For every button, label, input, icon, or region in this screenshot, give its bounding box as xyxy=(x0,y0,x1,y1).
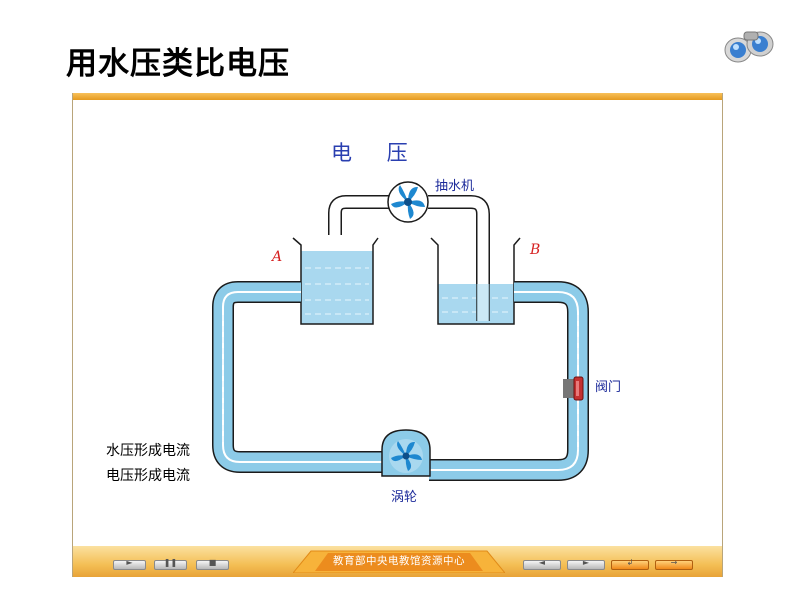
slide-title: 用水压类比电压 xyxy=(66,46,290,82)
prev-icon: ◄ xyxy=(538,558,546,567)
valve-label: 阀门 xyxy=(595,380,622,395)
pump-pipe xyxy=(328,195,490,322)
pump-fan-icon xyxy=(387,181,429,223)
return-icon: ↲ xyxy=(626,558,634,567)
next-icon: ► xyxy=(582,558,590,567)
pause-icon: ❚❚ xyxy=(163,558,178,567)
player-top-bar xyxy=(73,93,722,100)
valve-icon[interactable] xyxy=(563,376,584,401)
stop-button[interactable]: ■ xyxy=(196,558,229,570)
diagram-title: 电 压 xyxy=(331,141,422,165)
binoculars-icon[interactable] xyxy=(722,20,780,66)
exit-button[interactable]: → xyxy=(655,558,693,570)
note-water-pressure[interactable]: 水压形成电流 xyxy=(106,443,190,459)
play-button[interactable]: ► xyxy=(113,558,146,570)
tank-b-label: B xyxy=(530,242,541,258)
tank-b xyxy=(430,237,521,325)
play-icon: ► xyxy=(126,558,133,567)
next-button[interactable]: ► xyxy=(567,558,605,570)
water-circuit-diagram xyxy=(212,181,589,481)
animation-player: 电 压 抽水机 阀门 涡轮 A B 水压形成电流 电压形成电流 ► ❚❚ ■ 教… xyxy=(72,93,723,577)
pause-button[interactable]: ❚❚ xyxy=(154,558,187,570)
note-voltage[interactable]: 电压形成电流 xyxy=(106,468,190,484)
tank-a-label: A xyxy=(272,249,283,265)
exit-icon: → xyxy=(670,558,678,567)
pump-label: 抽水机 xyxy=(435,179,475,194)
prev-button[interactable]: ◄ xyxy=(523,558,561,570)
turbine-label: 涡轮 xyxy=(391,490,418,505)
turbine-fan-icon xyxy=(381,429,431,477)
stop-icon: ■ xyxy=(208,558,217,567)
publisher-text: 教育部中央电教馆资源中心 xyxy=(333,555,465,567)
player-center-plate xyxy=(293,550,505,573)
tank-a xyxy=(292,237,379,325)
return-button[interactable]: ↲ xyxy=(611,558,649,570)
player-control-bar: ► ❚❚ ■ 教育部中央电教馆资源中心 ◄ ► ↲ → xyxy=(73,546,722,577)
